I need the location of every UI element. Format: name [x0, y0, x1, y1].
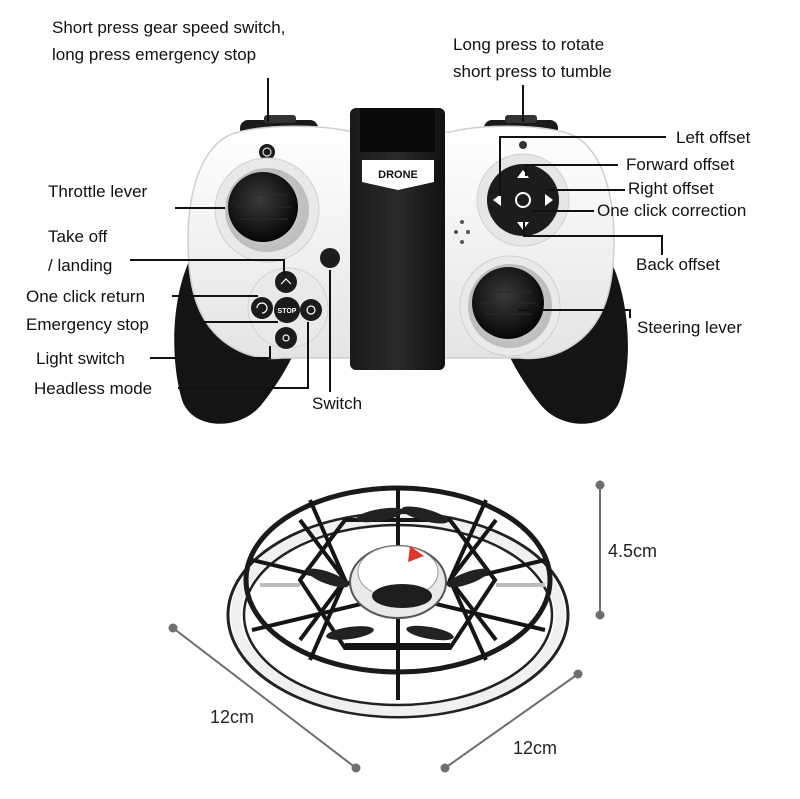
- dimension-lines: [168, 480, 605, 773]
- headless-icon: [306, 305, 316, 315]
- dimension-width-left: 12cm: [210, 707, 255, 727]
- drone: [226, 485, 570, 719]
- label-throttle: Throttle lever: [48, 182, 148, 201]
- label-rotate-line1: Long press to rotate: [453, 35, 605, 54]
- headless-mode-button[interactable]: [300, 299, 322, 321]
- dpad-trim-cluster: [487, 164, 559, 236]
- label-headless: Headless mode: [34, 379, 153, 398]
- label-takeoff-line2: / landing: [48, 256, 113, 275]
- stop-button-label: STOP: [278, 308, 297, 315]
- label-return: One click return: [26, 287, 146, 306]
- right-offset-icon[interactable]: [545, 194, 553, 206]
- leader-lines: [130, 78, 666, 392]
- label-switch: Switch: [312, 394, 363, 413]
- one-click-return-button[interactable]: [251, 297, 273, 319]
- label-steering: Steering lever: [637, 318, 742, 337]
- controller: DRONE: [174, 108, 628, 424]
- return-icon: [256, 302, 268, 314]
- light-icon: [282, 334, 290, 342]
- left-offset-icon[interactable]: [493, 194, 501, 206]
- dimension-width-right: 12cm: [513, 738, 558, 758]
- label-gear-switch-line2: long press emergency stop: [52, 45, 257, 64]
- emergency-stop-button[interactable]: [274, 297, 300, 323]
- speaker-dots: [454, 220, 470, 244]
- label-light: Light switch: [36, 349, 125, 368]
- light-switch-button[interactable]: [275, 327, 297, 349]
- dimension-height: 4.5cm: [608, 541, 658, 561]
- label-forward-offset: Forward offset: [626, 155, 735, 174]
- propellers: [307, 506, 489, 641]
- one-click-correction-icon[interactable]: [515, 192, 531, 208]
- label-back-offset: Back offset: [636, 255, 720, 274]
- gear-speed-button[interactable]: [259, 144, 275, 160]
- label-right-offset: Right offset: [628, 179, 714, 198]
- takeoff-landing-icon: [280, 278, 292, 285]
- label-gear-switch-line1: Short press gear speed switch,: [52, 18, 286, 37]
- drone-logo: DRONE: [378, 169, 418, 181]
- label-takeoff-line1: Take off: [48, 227, 108, 246]
- label-rotate-line2: short press to tumble: [453, 62, 612, 81]
- takeoff-landing-button[interactable]: [275, 271, 297, 293]
- label-correction: One click correction: [597, 201, 747, 220]
- label-emergency: Emergency stop: [26, 315, 149, 334]
- label-left-offset: Left offset: [676, 128, 751, 147]
- power-switch[interactable]: [320, 248, 340, 268]
